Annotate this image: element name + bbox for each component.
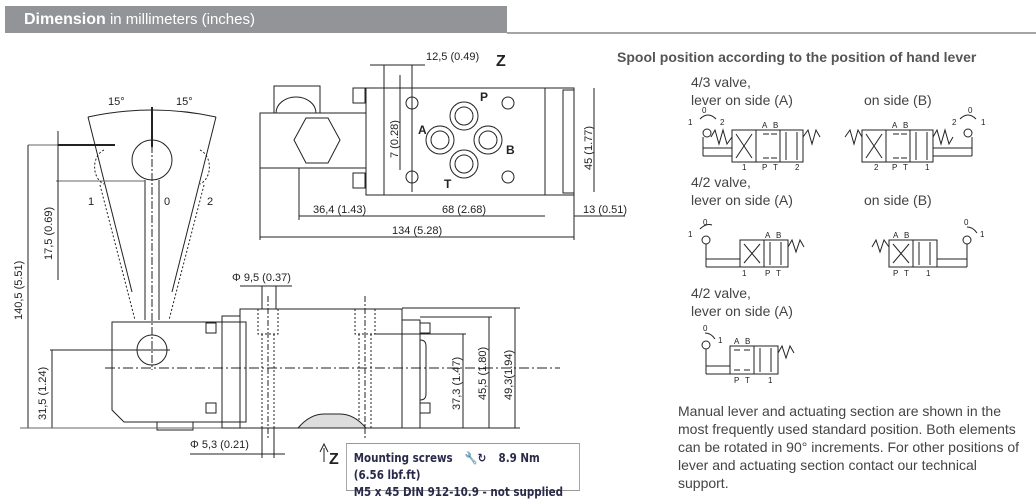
label-p: P: [762, 163, 767, 172]
screw-spec: M5 x 45 DIN 912-10.9 - not supplied: [353, 485, 564, 499]
label-1b: 1: [925, 163, 930, 172]
dim-lever-offset: 36,4 (1.43): [313, 204, 366, 216]
label-0: 0: [964, 218, 969, 227]
group3-type: 4/2 valve,: [691, 285, 751, 301]
label-2: 2: [952, 118, 957, 127]
position-2-label: 2: [207, 196, 213, 208]
dim-total: 134 (5.28): [392, 225, 442, 237]
group1-side-b: on side (B): [864, 92, 932, 108]
port-b-label: B: [506, 143, 515, 157]
label-a: A: [893, 231, 899, 240]
label-p: P: [892, 163, 897, 172]
dim-end: 13 (0.51): [583, 204, 627, 216]
port-t-label: T: [444, 177, 452, 191]
spool-symbols: 0 1 2 A B 1 P T 2 0 2 1 A B: [688, 106, 986, 385]
top-view: 12,5 (0.49) Z P A B T 7 (0.28) 45 (1.77)…: [259, 51, 627, 240]
label-a: A: [765, 231, 771, 240]
label-1b: 1: [742, 269, 747, 278]
group1-side-a: lever on side (A): [691, 92, 793, 108]
label-p: P: [734, 376, 739, 385]
label-a: A: [734, 337, 740, 346]
label-0: 0: [703, 324, 708, 333]
label-2: 2: [720, 118, 725, 127]
label-2b: 2: [795, 163, 800, 172]
symbol-42-side-a: 0 1 A B 1 P T: [688, 218, 805, 278]
symbol-43-side-b: 0 2 1 A B 2 P T 1: [844, 106, 986, 172]
label-0: 0: [702, 106, 707, 115]
dim-h1: 37,3 (1.47): [451, 357, 463, 410]
angle-right-label: 15°: [176, 96, 193, 108]
dim-pivot: 31,5 (1.24): [37, 367, 49, 420]
position-1-label: 1: [88, 196, 94, 208]
label-2b: 2: [874, 163, 879, 172]
symbol-42b-side-a: 0 1 A B P T 1: [701, 324, 795, 385]
label-t: T: [776, 269, 781, 278]
lever-view: 15° 15° 1 0 2 140,5 (5.51) 17,5 (0.69) 3…: [13, 96, 560, 431]
spool-title: Spool position according to the position…: [617, 49, 977, 65]
angle-left-label: 15°: [108, 96, 125, 108]
label-p: P: [765, 269, 770, 278]
side-view: Φ 9,5 (0.37) Φ 5,3 (0.21) Z 37,3 (1.47) …: [190, 272, 520, 468]
label-1b: 1: [926, 269, 931, 278]
torque-value: 8.9 Nm (6.56 lbf.ft): [353, 451, 540, 482]
group2-type: 4/2 valve,: [691, 174, 751, 190]
label-b: B: [773, 121, 778, 130]
group2-side-a: lever on side (A): [691, 192, 793, 208]
dim-body: 68 (2.68): [442, 204, 486, 216]
label-1: 1: [688, 230, 693, 239]
label-0: 0: [968, 106, 973, 115]
mounting-label: Mounting screws: [353, 451, 453, 465]
header-title-bold: Dimension: [24, 11, 106, 28]
label-t: T: [773, 163, 778, 172]
label-1: 1: [981, 118, 986, 127]
port-a-label: A: [418, 123, 427, 137]
label-t: T: [903, 163, 908, 172]
symbol-42-side-b: 0 1 A B P T 1: [871, 218, 985, 278]
dim-offset: 12,5 (0.49): [426, 51, 479, 63]
label-p: P: [893, 269, 898, 278]
label-1b: 1: [768, 376, 773, 385]
label-a: A: [762, 121, 768, 130]
port-p-label: P: [480, 90, 488, 104]
dim-knob: 17,5 (0.69): [43, 207, 55, 260]
label-a: A: [892, 121, 898, 130]
label-b: B: [903, 121, 908, 130]
group2-side-b: on side (B): [864, 192, 932, 208]
label-t: T: [745, 376, 750, 385]
torque-wrench-icon: 🔧↻: [464, 451, 487, 465]
mounting-screws-box: Mounting screws 🔧↻ 8.9 Nm (6.56 lbf.ft) …: [346, 443, 580, 499]
view-z-label: Z: [496, 53, 506, 70]
header-rule: [507, 32, 1036, 34]
symbol-43-side-a: 0 1 2 A B 1 P T 2: [688, 106, 821, 172]
group3-side-a: lever on side (A): [691, 303, 793, 319]
label-0: 0: [703, 218, 708, 227]
dim-height-total: 140,5 (5.51): [13, 261, 25, 320]
label-b: B: [904, 231, 909, 240]
label-1: 1: [718, 336, 723, 345]
section-header: Dimension in millimeters (inches): [5, 6, 507, 33]
label-1: 1: [688, 118, 693, 127]
dim-h3: 49,3(1.94): [503, 350, 515, 400]
dim-hole: 7 (0.28): [389, 120, 401, 158]
dim-height: 45 (1.77): [583, 126, 595, 170]
label-t: T: [904, 269, 909, 278]
view-z-arrow-label: Z: [329, 451, 339, 468]
dim-counterbore: Φ 9,5 (0.37): [232, 272, 291, 284]
rotation-note: Manual lever and actuating section are s…: [678, 403, 1020, 491]
label-1: 1: [980, 230, 985, 239]
header-title-rest: in millimeters (inches): [105, 11, 255, 28]
label-b: B: [776, 231, 781, 240]
label-1b: 1: [742, 163, 747, 172]
group1-type: 4/3 valve,: [691, 74, 751, 90]
dim-h2: 45,5 (1.80): [477, 347, 489, 400]
dim-bore: Φ 5,3 (0.21): [190, 439, 249, 451]
label-b: B: [745, 337, 750, 346]
position-0-label: 0: [164, 196, 170, 208]
